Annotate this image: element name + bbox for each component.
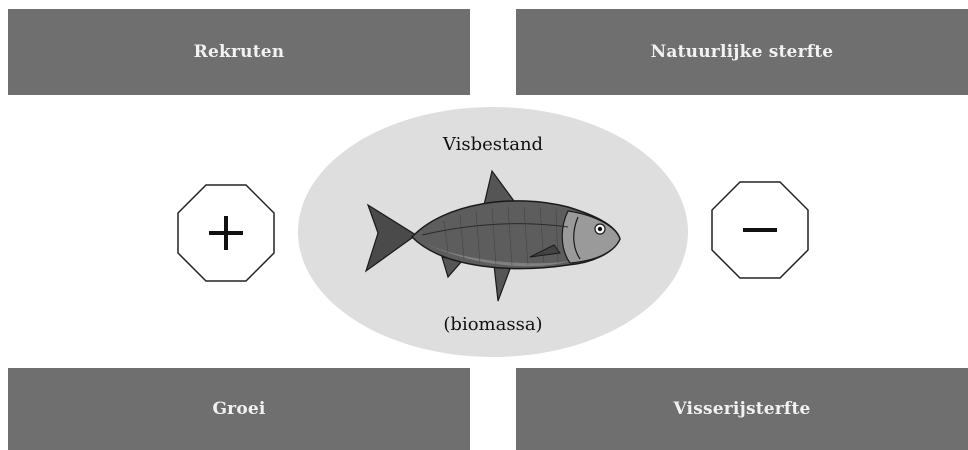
box-rekruten: Rekruten <box>8 9 470 95</box>
box-label-natuurlijke-sterfte: Natuurlijke sterfte <box>651 42 834 62</box>
fish-tail <box>366 205 416 271</box>
fish-stock-label: Visbestand <box>298 134 688 155</box>
minus-icon <box>710 180 810 280</box>
box-label-groei: Groei <box>212 399 265 419</box>
biomass-label: (biomassa) <box>298 314 688 335</box>
box-visserijsterfte: Visserijsterfte <box>516 368 968 450</box>
plus-icon <box>176 183 276 283</box>
fish-gill <box>562 211 620 263</box>
box-label-rekruten: Rekruten <box>194 42 285 62</box>
fish-stock-ellipse: Visbestand (biomassa) <box>298 107 688 357</box>
box-label-visserijsterfte: Visserijsterfte <box>673 399 810 419</box>
fish-pupil <box>598 227 602 231</box>
box-groei: Groei <box>8 368 470 450</box>
fish-illustration <box>364 165 624 305</box>
fish-dorsal-fin <box>484 171 514 205</box>
fish-pelvic-fin <box>494 265 510 301</box>
box-natuurlijke-sterfte: Natuurlijke sterfte <box>516 9 968 95</box>
